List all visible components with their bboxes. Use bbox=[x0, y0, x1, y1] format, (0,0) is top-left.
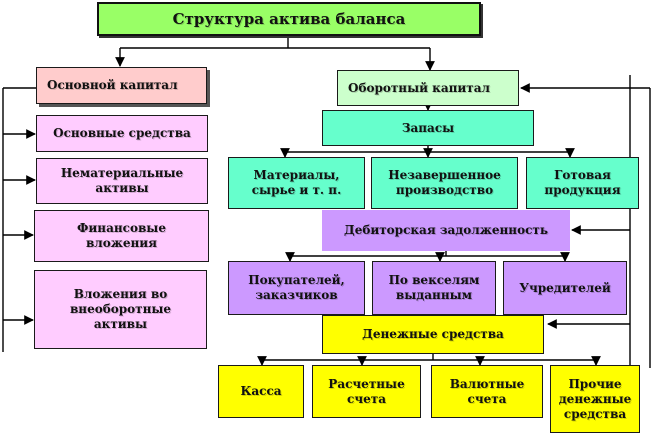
cash-item-settlement-accounts: Расчетные счета bbox=[312, 365, 421, 418]
inventory-item-wip: Незавершенное производство bbox=[371, 157, 518, 209]
inventory-box: Запасы bbox=[322, 110, 534, 146]
fixed-item-intangible-assets: Нематериальные активы bbox=[36, 158, 208, 204]
fixed-item-noncurrent-investments: Вложения во внеоборотные активы bbox=[34, 270, 207, 349]
cash-item-currency-accounts: Валютные счета bbox=[431, 365, 543, 418]
working-capital-box: Оборотный капитал bbox=[337, 70, 519, 106]
fixed-item-fixed-assets: Основные средства bbox=[36, 115, 208, 152]
receivables-item-customers: Покупателей, заказчиков bbox=[228, 261, 365, 315]
receivables-item-bills: По векселям выданным bbox=[372, 261, 496, 315]
fixed-capital-box: Основной капитал bbox=[36, 67, 207, 104]
cash-box: Денежные средства bbox=[322, 315, 544, 354]
receivables-item-founders: Учредителей bbox=[503, 261, 627, 315]
inventory-item-materials: Материалы, сырье и т. п. bbox=[228, 157, 365, 209]
fixed-item-financial-investments: Финансовые вложения bbox=[34, 210, 209, 262]
cash-item-other-funds: Прочие денежные средства bbox=[550, 365, 640, 433]
inventory-item-finished-goods: Готовая продукция bbox=[526, 157, 639, 209]
receivables-box: Дебиторская задолженность bbox=[322, 210, 570, 251]
cash-item-cashbox: Касса bbox=[218, 365, 304, 418]
diagram-title: Структура актива баланса bbox=[97, 2, 481, 36]
